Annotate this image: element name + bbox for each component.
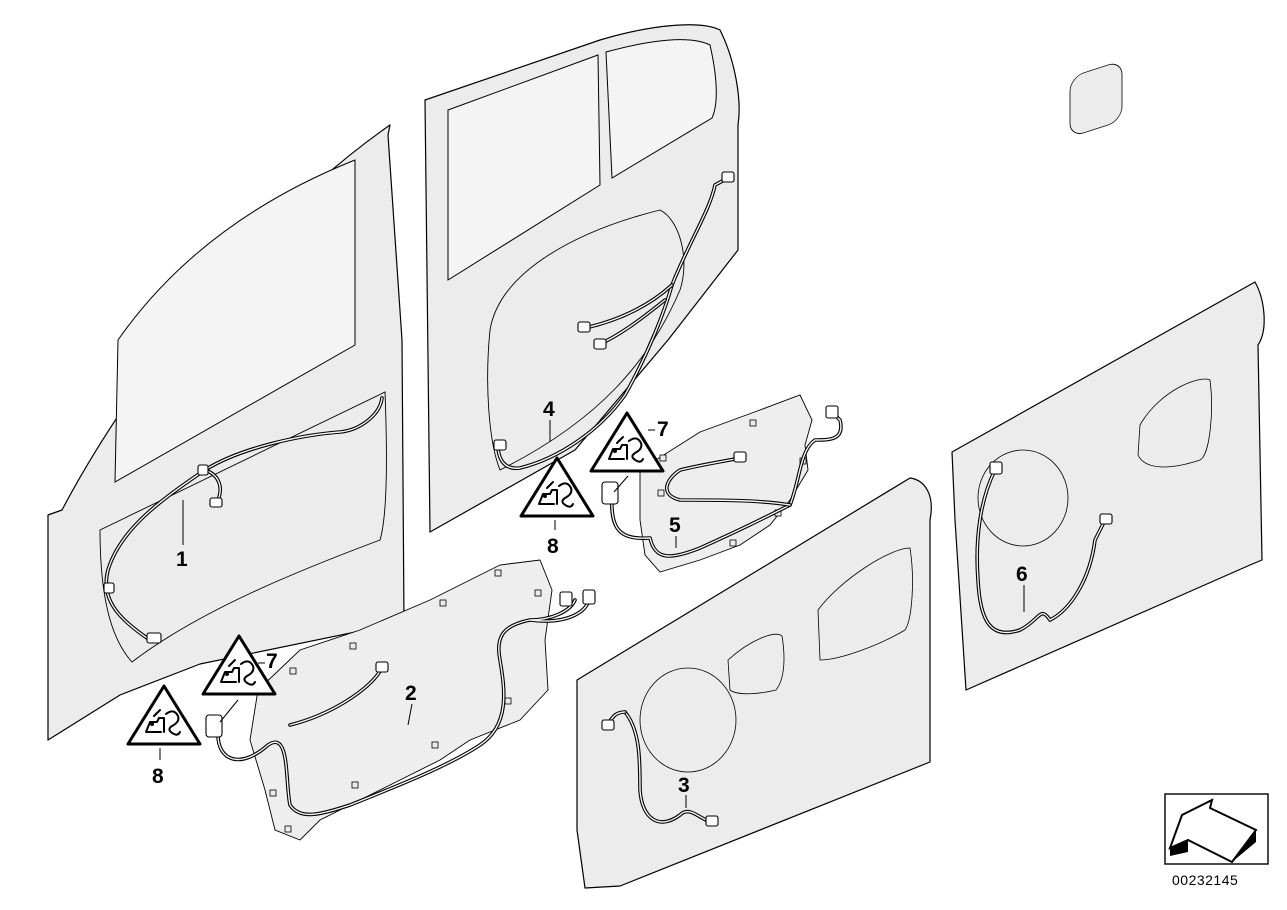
rear-door-trim-panel [951,63,1265,691]
callout-label-5: 5 [669,514,681,537]
wiring-harness-6 [975,461,1113,635]
wiring-harness-2 [205,589,596,817]
callout-label-3: 3 [678,774,690,797]
leader-lines [159,420,1025,808]
callout-label-8: 8 [152,765,164,788]
wiring-harness-3 [601,710,719,827]
callout-label-7: 7 [266,650,278,673]
wiring-harness-1 [103,396,384,644]
callout-label-8: 8 [547,535,559,558]
callout-label-1: 1 [176,548,188,571]
callout-label-2: 2 [405,682,417,705]
front-door-trim-panel [576,477,932,889]
diagram-reference-number: 00232145 [1172,872,1239,888]
wiring-harness-4 [493,171,735,470]
orientation-arrow-icon [1164,793,1269,865]
callout-label-6: 6 [1016,563,1028,586]
callout-label-4: 4 [543,398,555,421]
wiring-harness-5 [601,405,843,558]
rear-door-shell [424,24,740,533]
warning-triangle-icon [126,684,202,746]
front-door-shell [47,124,405,741]
callout-label-7: 7 [657,418,669,441]
